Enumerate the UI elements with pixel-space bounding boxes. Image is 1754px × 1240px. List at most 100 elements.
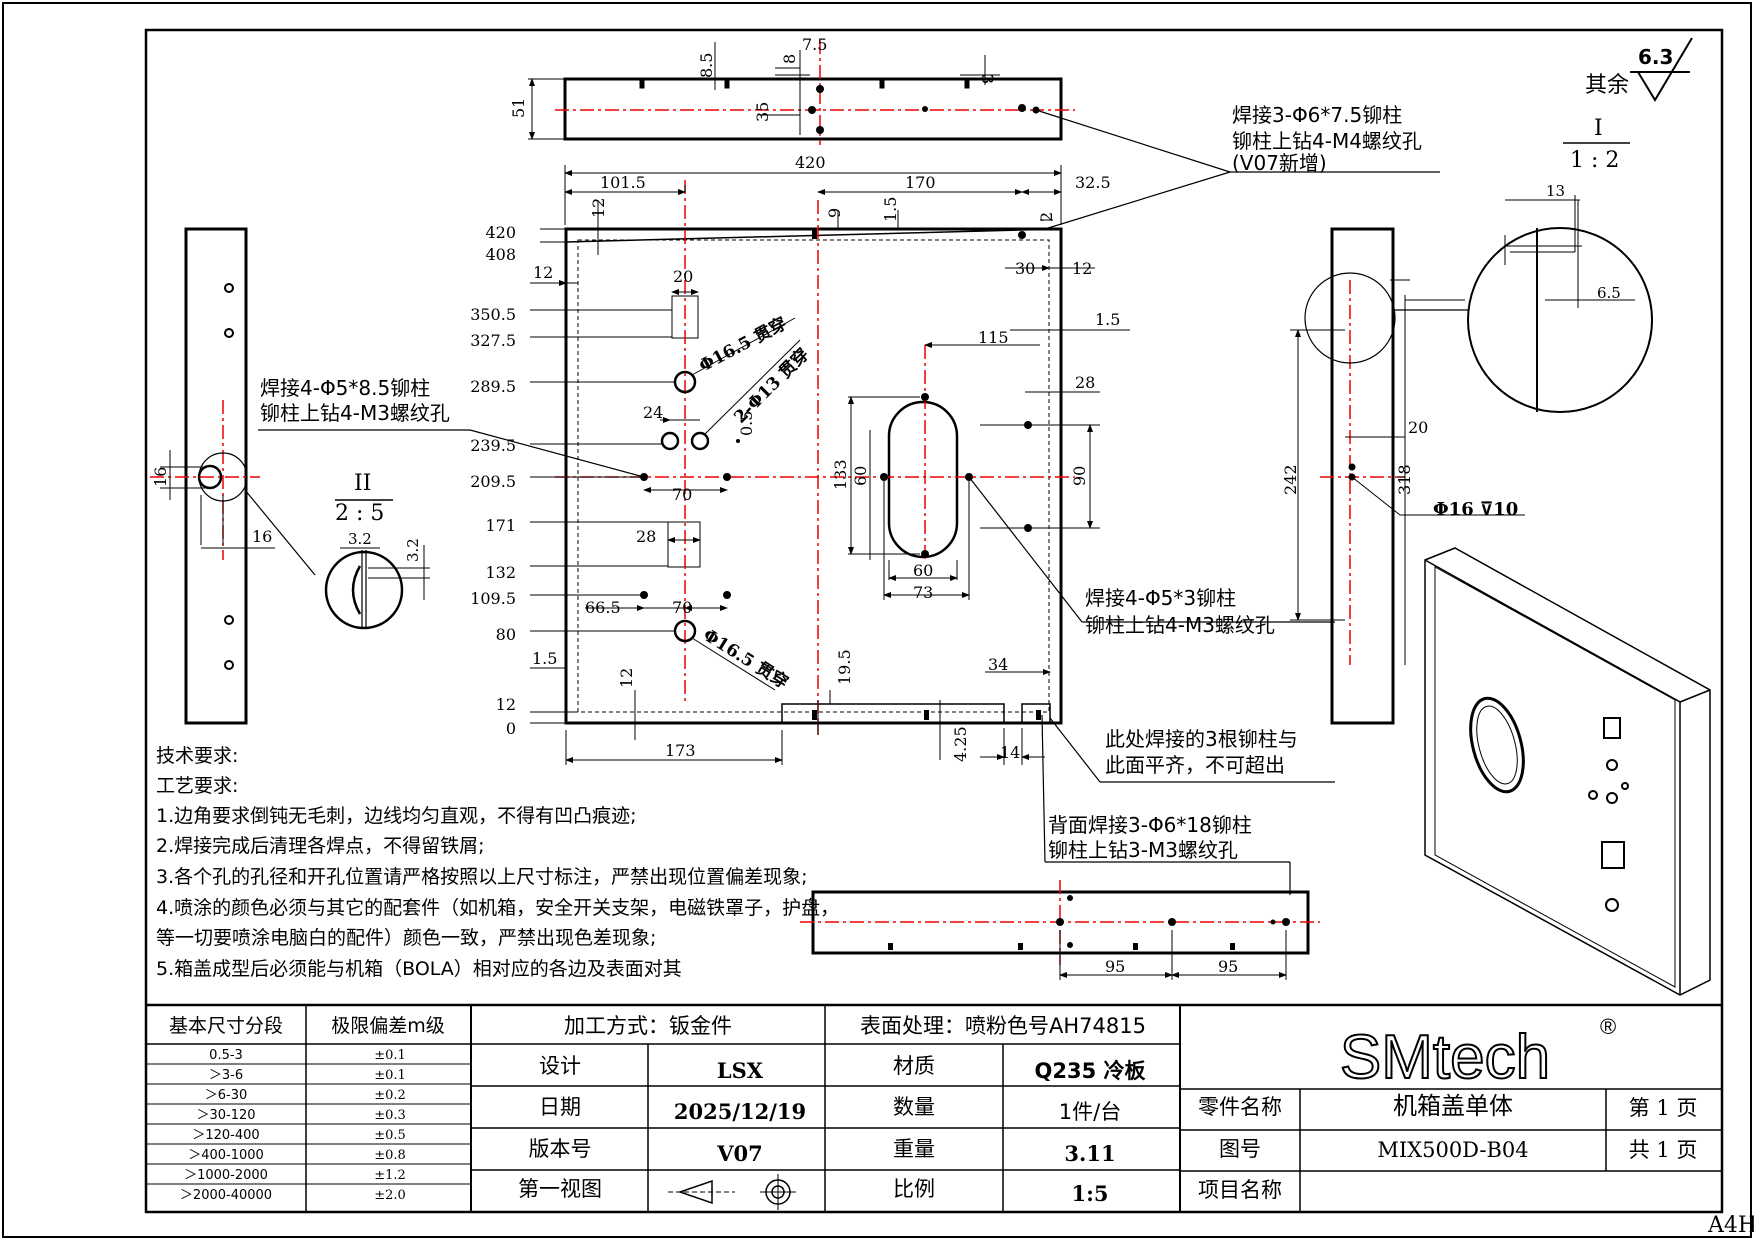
svg-text:2: 2 <box>1037 212 1056 222</box>
svg-text:132: 132 <box>485 563 516 582</box>
svg-text:表面处理：喷粉色号AH74815: 表面处理：喷粉色号AH74815 <box>860 1014 1146 1038</box>
title-block-text: 加工方式：钣金件 表面处理：喷粉色号AH74815 设计 LSX 材质 Q235… <box>518 1014 1697 1206</box>
right-side-view <box>1290 227 1525 725</box>
svg-text:此面平齐，不可超出: 此面平齐，不可超出 <box>1105 753 1285 777</box>
svg-text:2 : 5: 2 : 5 <box>335 501 384 526</box>
right-view-dims: 242 20 318 Φ16 ⊽10 <box>1281 418 1518 520</box>
svg-text:32.5: 32.5 <box>1075 173 1111 192</box>
svg-text:66.5: 66.5 <box>585 598 621 617</box>
svg-text:12: 12 <box>533 263 553 282</box>
svg-text:＞30-120: ＞30-120 <box>196 1108 255 1123</box>
svg-text:20: 20 <box>1408 418 1428 437</box>
svg-text:极限偏差m级: 极限偏差m级 <box>331 1015 445 1037</box>
svg-text:327.5: 327.5 <box>470 331 516 350</box>
svg-text:0.5-3: 0.5-3 <box>209 1048 243 1063</box>
detail-II <box>324 499 430 630</box>
svg-text:7.5: 7.5 <box>802 35 827 54</box>
detail-I <box>1467 142 1653 413</box>
svg-text:1.5: 1.5 <box>532 649 557 668</box>
svg-text:170: 170 <box>905 173 936 192</box>
svg-text:420: 420 <box>485 223 516 242</box>
svg-text:±0.8: ±0.8 <box>374 1148 406 1163</box>
left-side-view <box>150 227 316 725</box>
svg-text:34: 34 <box>988 655 1008 674</box>
svg-text:73: 73 <box>913 583 933 602</box>
left-view-dims: 16 16 <box>151 467 272 546</box>
svg-text:1.5: 1.5 <box>881 197 900 222</box>
svg-text:3.各个孔的孔径和开孔位置请严格按照以上尺寸标注，严禁出现位: 3.各个孔的孔径和开孔位置请严格按照以上尺寸标注，严禁出现位置偏差现象; <box>156 866 808 888</box>
svg-text:Φ16 ⊽10: Φ16 ⊽10 <box>1433 499 1518 520</box>
svg-text:机箱盖单体: 机箱盖单体 <box>1393 1092 1513 1120</box>
front-view-dims: 420 101.5 170 32.5 12 9 1.5 2 12 20 30 1… <box>532 153 1120 762</box>
svg-text:®: ® <box>1600 1014 1616 1039</box>
svg-text:420: 420 <box>795 153 826 172</box>
svg-text:零件名称: 零件名称 <box>1198 1095 1282 1119</box>
svg-text:第一视图: 第一视图 <box>518 1177 602 1201</box>
title-block <box>146 1003 1722 1212</box>
svg-text:239.5: 239.5 <box>470 436 516 455</box>
svg-text:LSX: LSX <box>717 1058 764 1083</box>
svg-text:6.3: 6.3 <box>1638 45 1673 69</box>
svg-text:重量: 重量 <box>893 1137 935 1161</box>
svg-text:60: 60 <box>851 466 870 486</box>
svg-text:30: 30 <box>1015 259 1035 278</box>
roughness-symbol: 其余 6.3 <box>1585 37 1693 102</box>
svg-text:数量: 数量 <box>893 1095 935 1119</box>
svg-text:173: 173 <box>665 741 696 760</box>
svg-text:项目名称: 项目名称 <box>1198 1178 1282 1202</box>
svg-text:铆柱上钻4-M3螺纹孔: 铆柱上钻4-M3螺纹孔 <box>260 401 450 425</box>
svg-text:＞2000-40000: ＞2000-40000 <box>180 1188 272 1203</box>
svg-text:20: 20 <box>673 267 693 286</box>
svg-text:(V07新增): (V07新增) <box>1232 151 1327 175</box>
svg-text:＞6-30: ＞6-30 <box>205 1088 248 1103</box>
svg-text:318: 318 <box>1395 464 1414 495</box>
svg-text:95: 95 <box>1218 957 1238 976</box>
svg-text:1.边角要求倒钝无毛刺，边线均匀直观，不得有凹凸痕迹;: 1.边角要求倒钝无毛刺，边线均匀直观，不得有凹凸痕迹; <box>156 805 637 827</box>
svg-text:13: 13 <box>1546 182 1565 200</box>
svg-text:5.箱盖成型后必须能与机箱（BOLA）相对应的各边及表面对其: 5.箱盖成型后必须能与机箱（BOLA）相对应的各边及表面对其 <box>156 958 682 980</box>
bottom-view-dims: 95 95 <box>1105 957 1238 976</box>
svg-text:80: 80 <box>496 625 516 644</box>
svg-text:SMtech: SMtech <box>1340 1023 1550 1092</box>
svg-text:3.2: 3.2 <box>348 530 372 548</box>
svg-text:28: 28 <box>1075 373 1095 392</box>
svg-text:Φ16.5 贯穿: Φ16.5 贯穿 <box>699 624 792 693</box>
svg-text:12: 12 <box>617 668 636 688</box>
svg-text:等一切要喷涂电脑白的配件）颜色一致，严禁出现色差现象;: 等一切要喷涂电脑白的配件）颜色一致，严禁出现色差现象; <box>156 927 656 949</box>
svg-text:＞3-6: ＞3-6 <box>209 1068 243 1083</box>
svg-text:1.5: 1.5 <box>1095 310 1120 329</box>
svg-text:工艺要求:: 工艺要求: <box>156 775 238 797</box>
top-view-dims: 51 8.5 8 7.5 35 3 <box>509 35 997 122</box>
svg-text:铆柱上钻3-M3螺纹孔: 铆柱上钻3-M3螺纹孔 <box>1048 838 1238 862</box>
svg-text:95: 95 <box>1105 957 1125 976</box>
svg-text:加工方式：钣金件: 加工方式：钣金件 <box>564 1014 732 1038</box>
svg-text:289.5: 289.5 <box>470 377 516 396</box>
svg-text:其余: 其余 <box>1585 73 1629 98</box>
svg-text:3.2: 3.2 <box>404 538 422 562</box>
svg-text:4.25: 4.25 <box>951 726 970 762</box>
requirements: 技术要求: 工艺要求: 1.边角要求倒钝无毛刺，边线均匀直观，不得有凹凸痕迹; … <box>156 745 839 980</box>
svg-text:＞1000-2000: ＞1000-2000 <box>184 1168 268 1183</box>
svg-text:51: 51 <box>509 98 528 118</box>
detail-I-labels: I 1 : 2 13 6.5 <box>1546 116 1621 302</box>
svg-text:V07: V07 <box>716 1141 763 1166</box>
svg-text:19.5: 19.5 <box>835 649 854 685</box>
svg-text:日期: 日期 <box>539 1095 581 1119</box>
tolerance-table: 基本尺寸分段 极限偏差m级 0.5-3 ±0.1 ＞3-6 ±0.1 ＞6-30… <box>169 1015 445 1203</box>
svg-text:焊接4-Φ5*8.5铆柱: 焊接4-Φ5*8.5铆柱 <box>260 376 430 400</box>
svg-text:12: 12 <box>1072 259 1092 278</box>
svg-text:共 1 页: 共 1 页 <box>1629 1138 1698 1162</box>
svg-text:1 : 2: 1 : 2 <box>1570 148 1619 173</box>
svg-text:焊接3-Φ6*7.5铆柱: 焊接3-Φ6*7.5铆柱 <box>1232 103 1402 127</box>
svg-text:133: 133 <box>831 459 850 490</box>
svg-text:材质: 材质 <box>893 1054 935 1078</box>
svg-text:28: 28 <box>636 527 656 546</box>
svg-text:＞400-1000: ＞400-1000 <box>188 1148 264 1163</box>
svg-text:70: 70 <box>672 485 692 504</box>
svg-text:0.5: 0.5 <box>737 411 756 436</box>
svg-text:16: 16 <box>252 527 272 546</box>
front-view-y-dims: 420 408 350.5 327.5 289.5 239.5 209.5 17… <box>470 223 516 738</box>
svg-text:12: 12 <box>589 198 608 218</box>
